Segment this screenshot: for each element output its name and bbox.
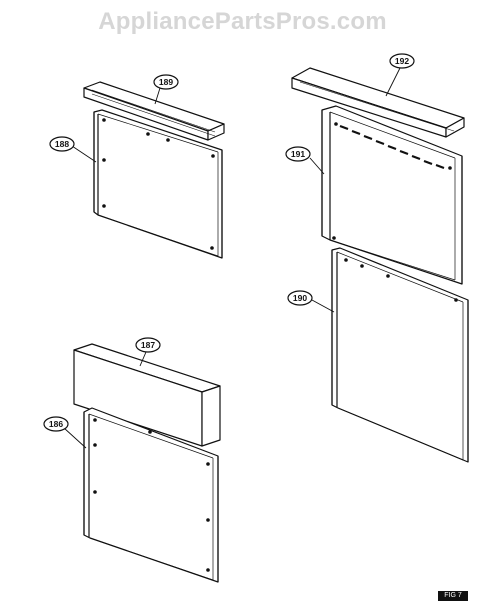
callout-189: 189 — [153, 74, 179, 90]
callout-192: 192 — [389, 53, 415, 69]
callout-190: 190 — [287, 290, 313, 306]
callout-191: 191 — [285, 146, 311, 162]
callout-189-label: 189 — [159, 77, 173, 87]
part-187-box-trim — [73, 343, 221, 447]
part-188-panel — [93, 109, 223, 259]
part-186-panel — [83, 407, 219, 583]
callout-188-label: 188 — [55, 139, 69, 149]
callout-186-label: 186 — [49, 419, 63, 429]
callout-192-label: 192 — [395, 56, 409, 66]
figure-label: FIG 7 — [438, 591, 468, 601]
callout-188: 188 — [49, 136, 75, 152]
callout-186: 186 — [43, 416, 69, 432]
callout-187-label: 187 — [141, 340, 155, 350]
part-190-panel — [331, 247, 469, 463]
callout-191-label: 191 — [291, 149, 305, 159]
callout-190-label: 190 — [293, 293, 307, 303]
part-189-top-trim — [83, 81, 225, 141]
part-192-top-trim — [291, 67, 465, 138]
watermark-logo: AppliancePartsPros.com — [98, 8, 387, 35]
part-191-back-panel — [321, 105, 463, 285]
callout-187: 187 — [135, 337, 161, 353]
leader-lines — [63, 67, 401, 449]
